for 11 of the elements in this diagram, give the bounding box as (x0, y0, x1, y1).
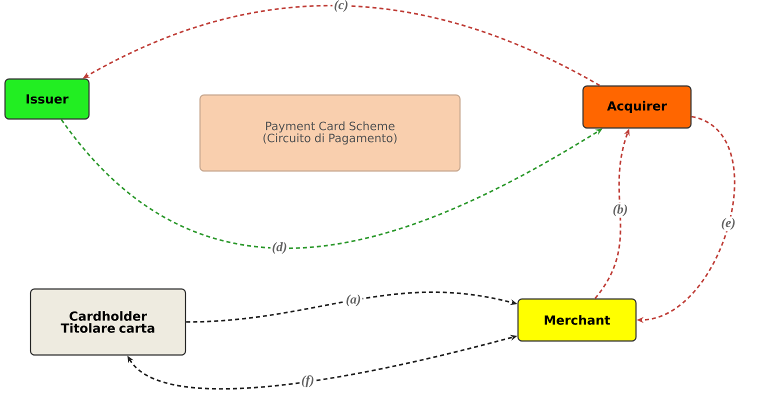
edge-label: (a) (346, 294, 360, 306)
acquirer-box: Acquirer (582, 85, 692, 129)
edge-label: (d) (272, 242, 286, 254)
edge-label: (b) (613, 204, 628, 216)
issuer-box: Issuer (4, 78, 90, 120)
cardholder-box: Cardholder Titolare carta (30, 288, 186, 356)
edge-label: (c) (334, 0, 348, 12)
scheme-box: Payment Card Scheme (Circuito di Pagamento) (199, 94, 461, 172)
edge-label: (f) (302, 375, 314, 388)
edge-label: (e) (722, 218, 735, 230)
merchant-box: Merchant (517, 298, 637, 342)
